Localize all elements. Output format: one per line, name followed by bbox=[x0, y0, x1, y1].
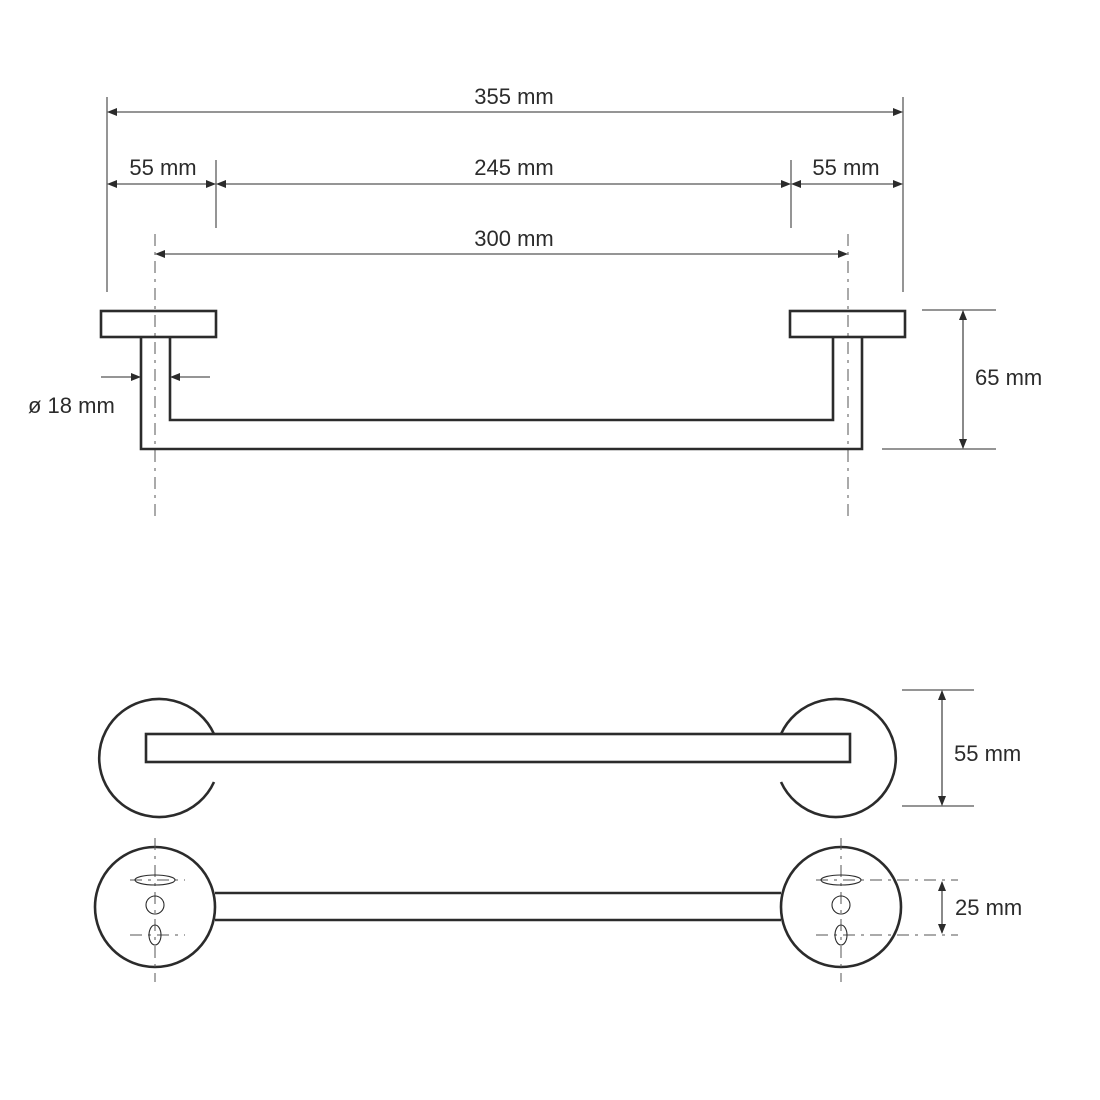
right-lower-hole bbox=[834, 924, 848, 946]
left-screw-hole bbox=[145, 895, 165, 915]
back-view: 25 mm bbox=[93, 838, 1022, 982]
side-view: 355 mm 55 mm 245 mm 55 mm 300 mm ø 18 mm… bbox=[28, 84, 1042, 522]
right-base-disc bbox=[779, 697, 898, 819]
left-base-disc bbox=[97, 697, 216, 819]
right-keyhole-slot bbox=[820, 874, 862, 886]
label-tube-diameter: ø 18 mm bbox=[28, 393, 115, 418]
label-projection-depth: 65 mm bbox=[975, 365, 1042, 390]
label-base-diameter: 55 mm bbox=[954, 741, 1021, 766]
label-center-distance: 300 mm bbox=[474, 226, 553, 251]
label-bar-length: 245 mm bbox=[474, 155, 553, 180]
right-wall-plate bbox=[788, 309, 907, 339]
right-screw-hole bbox=[831, 895, 851, 915]
label-overall-length: 355 mm bbox=[474, 84, 553, 109]
left-keyhole-slot bbox=[134, 874, 176, 886]
left-wall-plate bbox=[99, 309, 218, 339]
towel-bar-profile bbox=[139, 337, 864, 451]
left-lower-hole bbox=[148, 924, 162, 946]
label-hole-spacing: 25 mm bbox=[955, 895, 1022, 920]
label-left-base-width: 55 mm bbox=[129, 155, 196, 180]
label-right-base-width: 55 mm bbox=[812, 155, 879, 180]
top-view: 55 mm bbox=[97, 689, 1021, 819]
towel-bar-top bbox=[144, 732, 852, 764]
